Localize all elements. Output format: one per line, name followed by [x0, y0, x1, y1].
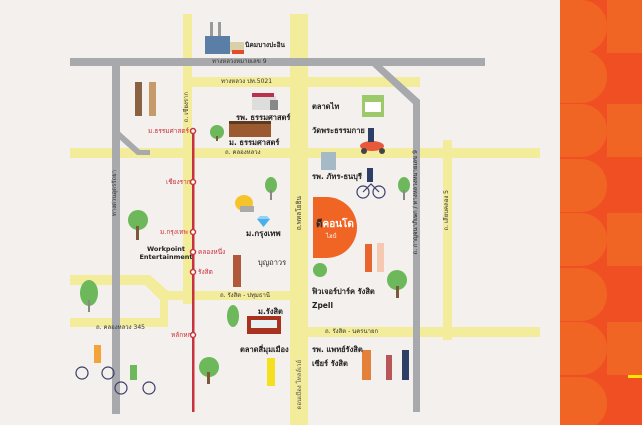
d-shape	[560, 50, 607, 103]
decorative-pattern-panel	[560, 0, 642, 425]
landmark-talad-thai: ตลาดไท	[312, 102, 340, 111]
d-shape	[560, 268, 607, 321]
market-icon	[362, 95, 384, 117]
station-thammasat[interactable]: ม.ธรรมศาสตร์	[148, 127, 190, 135]
road-label-liap-khlong5: ถ. เลียบคลอง 5	[443, 190, 450, 231]
road-khlongluang	[70, 148, 540, 158]
pattern-block	[607, 104, 642, 157]
station-chiangrak[interactable]: เชียงราก	[166, 178, 191, 186]
university-building-icon	[229, 121, 271, 137]
road-liap-khlong5	[443, 140, 452, 340]
person-laptop-icon	[235, 195, 254, 212]
d-shape	[560, 322, 607, 375]
shopper-icon	[233, 255, 241, 287]
landmark-simummuang: ตลาดสี่มุมเมือง	[240, 345, 289, 354]
landmark-phattara: รพ. ภัทร-ธนบุรี	[312, 172, 362, 181]
landmark-dhammakaya: วัดพระธรรมกาย	[312, 126, 365, 135]
tree-icon	[387, 270, 407, 298]
cyclist-icon	[367, 168, 373, 182]
person-yellow-icon	[267, 358, 275, 386]
road-label-udon-expressway: ทางด่วนอุดรรัถยา	[111, 170, 118, 217]
tree-icon	[199, 357, 219, 384]
road-label-donmuang-tollway: ดอนเมือง โทลล์เวย์	[296, 360, 303, 410]
accent-stripe	[628, 375, 642, 378]
tree-icon	[80, 280, 98, 312]
cyclists-riders-icon	[94, 345, 137, 380]
road-label-rangsit-pathum: ถ. รังสิต - ปทุมธานี	[220, 292, 270, 299]
road-network	[70, 14, 540, 425]
road-label-khlongluang: ถ. คลองหลวง	[225, 149, 261, 156]
station-rangsit[interactable]: รังสิต	[198, 268, 213, 276]
factory-icon	[205, 22, 244, 54]
road-label-khlongluang345: ถ. คลองหลวง 345	[96, 324, 145, 331]
pattern-block	[607, 213, 642, 266]
road-udon-expressway	[112, 64, 120, 414]
station-marker	[189, 248, 197, 256]
road-connector	[70, 275, 168, 300]
d-shape	[560, 159, 607, 212]
road-label-hwy9: ทางหลวงหมายเลข 9	[212, 58, 267, 65]
road-rangsit-nakhonnayok	[308, 327, 540, 337]
landmark-zpell: Zpell	[312, 301, 334, 310]
tree-icon	[313, 263, 327, 277]
tree-icon	[128, 210, 148, 240]
road-label-rangsit-nakhonnayok: ถ. รังสิต - นครนายก	[325, 328, 379, 335]
d-shape	[560, 104, 607, 157]
pattern-block	[607, 322, 642, 375]
road-label-kanchanaphisek: ถ. กาญจนาภิเษก / ทางหลวงหมายเลข 9	[412, 150, 419, 255]
d-shape	[560, 213, 607, 266]
couple-icon	[365, 243, 384, 272]
station-marker	[189, 127, 197, 135]
landmark-future-park: ฟิวเจอร์ปาร์ค รังสิต	[312, 287, 375, 296]
landmark-bangpa-in: นิคมบางปะอิน	[245, 41, 285, 49]
landmark-rangsit-hospital: รพ. แพทย์รังสิต	[312, 345, 363, 354]
road-pt5021	[185, 77, 420, 87]
road-label-phahonyothin: ถ.พหลโยธิน	[295, 196, 303, 231]
road-chiangrak	[183, 14, 192, 304]
pattern-block	[607, 0, 642, 53]
brand-light: คอนโด	[322, 219, 354, 230]
tree-icon	[265, 177, 277, 200]
station-khlong-nueng[interactable]: คลองหนึ่ง	[198, 248, 226, 256]
road-kanchanaphisek	[368, 62, 420, 412]
landmark-workpoint: Workpoint Entertainment	[139, 245, 193, 261]
d-shape	[560, 377, 607, 425]
station-marker	[189, 268, 197, 276]
project-sub: ไฮป์	[326, 233, 337, 240]
landmark-bu: ม.กรุงเทพ	[246, 229, 281, 238]
tree-icon	[210, 125, 224, 141]
scooter-icon	[360, 128, 385, 154]
tree-icon	[227, 305, 239, 327]
road-label-chiangrak: ถ. เชียงราก	[183, 92, 190, 123]
road-connector-2	[160, 298, 168, 326]
road-rangsit-pathum	[160, 291, 295, 300]
brand-dark: ดี	[316, 219, 323, 230]
hospital-icon	[252, 93, 278, 110]
road-ramp	[118, 130, 150, 155]
shopping-family-icon	[362, 350, 409, 380]
project-name: ดีคอนโด	[316, 217, 354, 232]
station-marker	[189, 228, 197, 236]
people-walking-icon	[135, 82, 156, 116]
diamond-icon	[257, 216, 270, 227]
cyclists-icon	[75, 366, 156, 395]
landmark-tu-hospital: รพ. ธรรมศาสตร์	[236, 113, 291, 122]
station-marker	[189, 178, 197, 186]
station-lak-hok[interactable]: หลักหก	[171, 331, 192, 339]
tree-icon	[398, 177, 410, 200]
university-building-icon	[247, 316, 281, 334]
landmark-tu: ม. ธรรมศาสตร์	[229, 138, 280, 147]
bicycle-icon	[356, 183, 386, 199]
d-shape	[560, 0, 607, 53]
station-marker	[189, 331, 197, 339]
road-phahonyothin	[290, 14, 308, 425]
landmark-rsu: ม.รังสิต	[258, 307, 283, 316]
road-label-pt5021: ทางหลวง ปท.5021	[221, 78, 273, 85]
hospital-icon	[321, 152, 336, 170]
landmark-zeer: เซียร์ รังสิต	[312, 359, 348, 368]
station-bu[interactable]: ม.กรุงเทพ	[160, 228, 188, 236]
landmark-boonthavorn: บุญถาวร	[258, 258, 287, 267]
road-hwy9	[70, 58, 485, 66]
